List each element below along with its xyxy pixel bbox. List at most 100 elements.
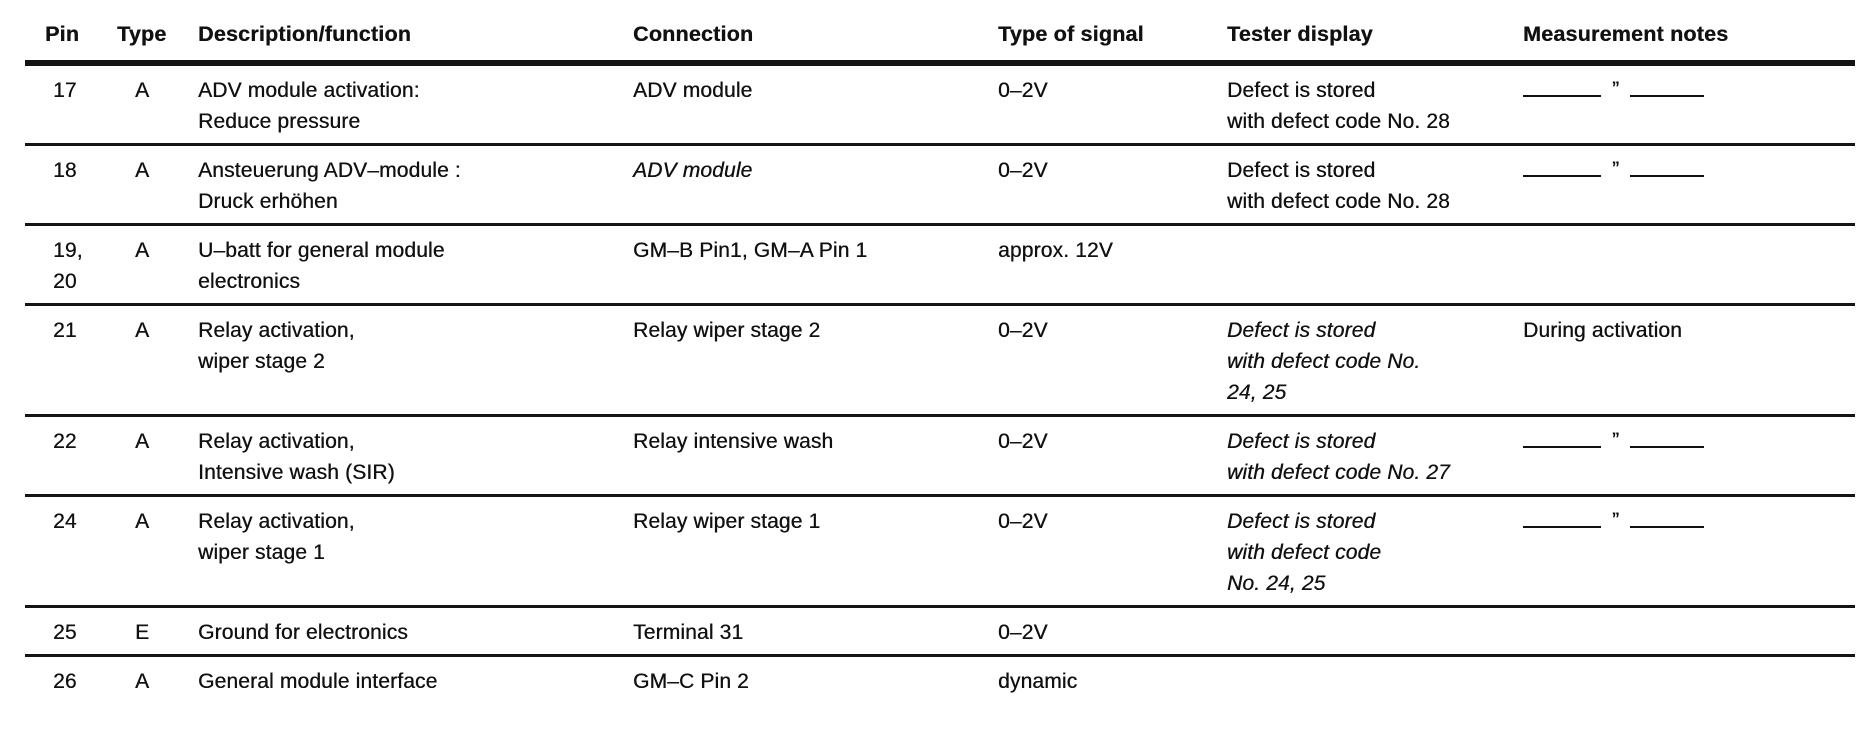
cell-line: electronics bbox=[198, 270, 301, 293]
pin-cell: 25 bbox=[45, 617, 117, 648]
table-row: 17 A ADV module activation: Reduce pressure… bbox=[25, 66, 1855, 146]
pin-table: Pin Type Description/function Connection… bbox=[25, 0, 1855, 703]
cell-line: 24, 25 bbox=[1227, 381, 1287, 404]
connection-cell: Terminal 31 bbox=[633, 621, 744, 644]
pin-cell: 21 bbox=[45, 315, 117, 408]
table-row: 18 A Ansteuerung ADV–module : Druck erhöhen… bbox=[25, 146, 1855, 226]
tester-cell bbox=[1227, 235, 1523, 297]
cell-line: Defect is stored bbox=[1227, 319, 1376, 342]
tester-cell: Defect is stored with defect code No. 24, … bbox=[1227, 315, 1523, 408]
ditto-mark: ” bbox=[1523, 158, 1705, 192]
notes-cell: ” bbox=[1523, 506, 1864, 599]
ditto-line bbox=[1630, 446, 1705, 448]
ditto-line bbox=[1523, 446, 1601, 448]
signal-cell: 0–2V bbox=[998, 510, 1048, 533]
connection-cell: GM–B Pin1, GM–A Pin 1 bbox=[633, 239, 868, 262]
cell-line: 25 bbox=[53, 621, 77, 644]
description-cell: Ansteuerung ADV–module : Druck erhöhen bbox=[198, 155, 633, 217]
signal-cell: 0–2V bbox=[998, 159, 1048, 182]
type-cell: A bbox=[135, 79, 150, 102]
cell-line: Intensive wash (SIR) bbox=[198, 461, 395, 484]
notes-cell: During activation bbox=[1523, 319, 1682, 342]
pin-cell: 18 bbox=[45, 155, 117, 217]
cell-line: 18 bbox=[53, 159, 77, 182]
connection-cell: Relay wiper stage 2 bbox=[633, 319, 821, 342]
signal-cell: 0–2V bbox=[998, 319, 1048, 342]
column-header-type: Type bbox=[117, 22, 167, 46]
tester-cell: Defect is stored with defect code No. 27 bbox=[1227, 426, 1523, 488]
cell-line: Relay activation, bbox=[198, 319, 355, 342]
notes-cell bbox=[1523, 666, 1864, 697]
cell-line: 24 bbox=[53, 510, 77, 533]
cell-line: with defect code No. bbox=[1227, 350, 1421, 373]
notes-cell bbox=[1523, 235, 1864, 297]
column-header-notes: Measurement notes bbox=[1523, 22, 1729, 46]
connection-cell: ADV module bbox=[633, 159, 753, 182]
column-header-description: Description/function bbox=[198, 22, 412, 46]
ditto-line bbox=[1630, 95, 1705, 97]
ditto-quote: ” bbox=[1612, 77, 1620, 101]
notes-cell: ” bbox=[1523, 75, 1864, 137]
connection-cell: ADV module bbox=[633, 79, 753, 102]
ditto-quote: ” bbox=[1612, 157, 1620, 181]
column-header-tester: Tester display bbox=[1227, 22, 1373, 46]
ditto-line bbox=[1630, 526, 1705, 528]
description-cell: ADV module activation: Reduce pressure bbox=[198, 75, 633, 137]
notes-cell: ” bbox=[1523, 426, 1864, 488]
cell-line: with defect code No. 28 bbox=[1227, 190, 1450, 213]
pin-cell: 19,20 bbox=[45, 235, 117, 297]
cell-line: 20 bbox=[53, 270, 77, 293]
tester-cell bbox=[1227, 617, 1523, 648]
ditto-line bbox=[1630, 175, 1705, 177]
ditto-mark: ” bbox=[1523, 78, 1705, 112]
type-cell: A bbox=[135, 159, 150, 182]
pin-cell: 22 bbox=[45, 426, 117, 488]
cell-line: Relay activation, bbox=[198, 430, 355, 453]
cell-line: Reduce pressure bbox=[198, 110, 361, 133]
type-cell: E bbox=[135, 621, 150, 644]
description-cell: U–batt for general module electronics bbox=[198, 235, 633, 297]
type-cell: A bbox=[135, 319, 150, 342]
table-header-row: Pin Type Description/function Connection… bbox=[25, 20, 1855, 66]
cell-line: with defect code No. 27 bbox=[1227, 461, 1450, 484]
cell-line: with defect code No. 28 bbox=[1227, 110, 1450, 133]
signal-cell: dynamic bbox=[998, 670, 1078, 693]
connection-cell: GM–C Pin 2 bbox=[633, 670, 749, 693]
cell-line: 26 bbox=[53, 670, 77, 693]
type-cell: A bbox=[135, 239, 150, 262]
tester-cell: Defect is stored with defect code No. 28 bbox=[1227, 155, 1523, 217]
cell-line: 19, bbox=[53, 239, 83, 262]
cell-line: 21 bbox=[53, 319, 77, 342]
cell-line: 22 bbox=[53, 430, 77, 453]
column-header-pin: Pin bbox=[45, 22, 80, 46]
cell-line: 17 bbox=[53, 79, 77, 102]
cell-line: Defect is stored bbox=[1227, 159, 1376, 182]
cell-line: Defect is stored bbox=[1227, 510, 1376, 533]
tester-cell bbox=[1227, 666, 1523, 697]
cell-line: Defect is stored bbox=[1227, 430, 1376, 453]
ditto-mark: ” bbox=[1523, 509, 1705, 543]
ditto-line bbox=[1523, 526, 1601, 528]
description-cell: Relay activation,wiper stage 2 bbox=[198, 315, 633, 408]
cell-line: ADV module activation: bbox=[198, 79, 420, 102]
ditto-quote: ” bbox=[1612, 428, 1620, 452]
description-cell: General module interface bbox=[198, 666, 633, 697]
cell-line: General module interface bbox=[198, 670, 438, 693]
connection-cell: Relay wiper stage 1 bbox=[633, 510, 821, 533]
connection-cell: Relay intensive wash bbox=[633, 430, 834, 453]
cell-line: with defect code bbox=[1227, 541, 1382, 564]
type-cell: A bbox=[135, 510, 150, 533]
cell-line: U–batt for general module bbox=[198, 239, 445, 262]
cell-line: Ansteuerung ADV–module : bbox=[198, 159, 461, 182]
description-cell: Relay activation, Intensive wash (SIR) bbox=[198, 426, 633, 488]
notes-cell: ” bbox=[1523, 155, 1864, 217]
cell-line: Druck erhöhen bbox=[198, 190, 338, 213]
notes-cell bbox=[1523, 617, 1864, 648]
description-cell: Ground for electronics bbox=[198, 617, 633, 648]
